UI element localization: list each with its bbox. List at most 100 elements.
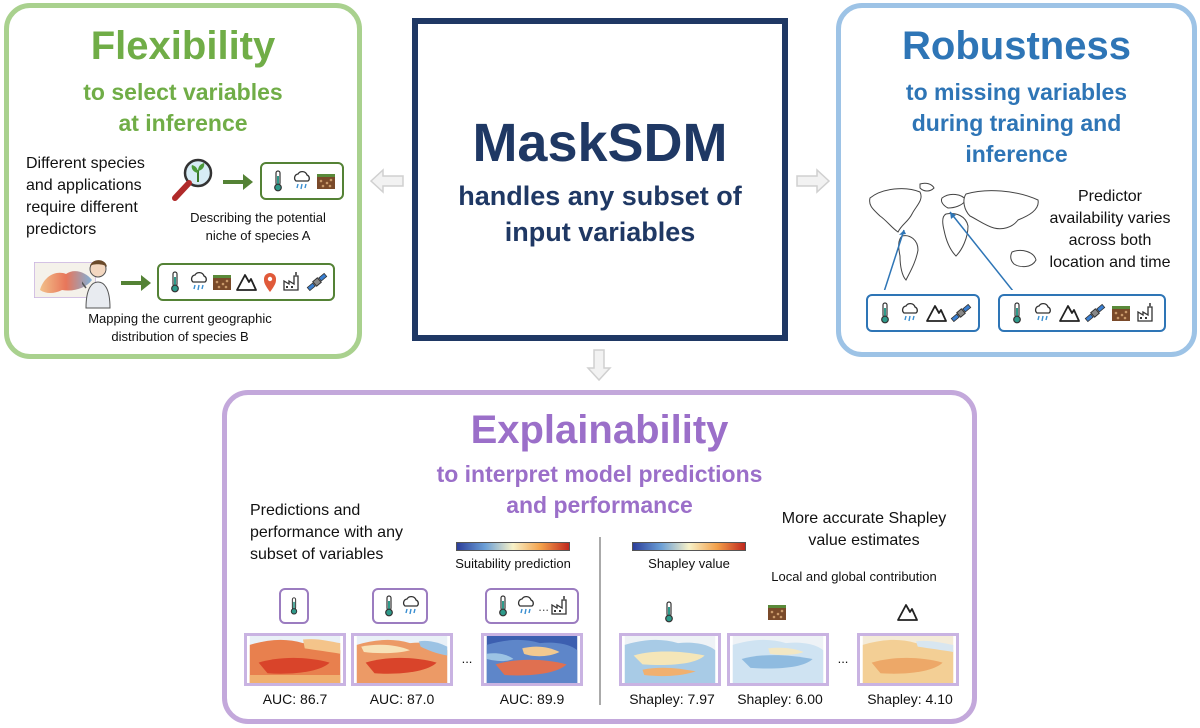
suitability-colorbar — [456, 542, 570, 551]
explainability-subtitle-2: and performance — [506, 492, 693, 518]
green-arrow — [121, 275, 151, 291]
thermometer-icon — [874, 301, 896, 325]
variable-box-b — [157, 263, 335, 301]
auc-label-1: AUC: 86.7 — [262, 691, 328, 707]
auc-label-3: AUC: 89.9 — [499, 691, 565, 707]
thermometer-icon — [1006, 301, 1028, 325]
thermometer-icon — [492, 594, 514, 618]
rain-cloud-icon — [1032, 301, 1054, 325]
shapley-map-2 — [727, 633, 829, 686]
explainability-left-text: Predictions and performance with any sub… — [250, 500, 440, 566]
local-global-label: Local and global contribution — [771, 569, 937, 584]
text-line: location and time — [1049, 254, 1171, 271]
mountain-icon — [896, 600, 918, 624]
masksdm-subtitle-1: handles any subset of — [458, 181, 742, 211]
text-line: More accurate Shapley — [781, 510, 947, 527]
soil-icon — [315, 169, 337, 193]
thermometer-icon — [378, 594, 400, 618]
grey-arrow-down — [586, 349, 612, 382]
satellite-icon — [1084, 301, 1106, 325]
caption-line: niche of species A — [205, 228, 311, 243]
caption-line: Mapping the current geographic — [88, 311, 272, 326]
rain-cloud-icon — [188, 270, 210, 294]
flexibility-subtitle-2: at inference — [118, 110, 248, 136]
soil-icon — [1110, 301, 1132, 325]
mountain-icon — [925, 301, 947, 325]
selection-box-1 — [279, 588, 309, 624]
shapley-value-1: Shapley: 7.97 — [629, 691, 715, 707]
divider — [599, 537, 601, 705]
thermometer-icon — [164, 270, 186, 294]
explainability-right-text: More accurate Shapley value estimates — [770, 508, 958, 552]
robustness-text: Predictor availability varies across bot… — [1030, 186, 1190, 274]
thermometer-icon — [267, 169, 289, 193]
mountain-icon — [235, 270, 257, 294]
text-line: Different species — [26, 155, 145, 172]
shapley-colorbar — [632, 542, 746, 551]
explainability-title: Explainability — [470, 408, 729, 452]
factory-icon — [282, 270, 304, 294]
shapley-value-2: Shapley: 6.00 — [737, 691, 823, 707]
factory-icon — [550, 594, 572, 618]
grey-arrow-right — [796, 168, 831, 194]
shapley-label: Shapley value — [648, 556, 730, 571]
grey-arrow-left — [369, 168, 404, 194]
satellite-icon — [306, 270, 328, 294]
soil-icon — [211, 270, 233, 294]
caption-species-b: Mapping the current geographic distribut… — [30, 310, 330, 346]
selection-box-3: ... — [485, 588, 579, 624]
shapley-map-1 — [619, 633, 721, 686]
soil-icon — [766, 600, 788, 624]
masksdm-subtitle-2: input variables — [504, 217, 696, 247]
variable-box-location-2 — [998, 294, 1166, 332]
selection-box-2 — [372, 588, 428, 624]
rain-cloud-icon — [515, 594, 537, 618]
text-line: and applications — [26, 177, 142, 194]
robustness-subtitle-1: to missing variables — [905, 79, 1128, 105]
explainability-subtitle-1: to interpret model predictions — [436, 461, 763, 487]
variable-box-location-1 — [866, 294, 980, 332]
thermometer-icon — [658, 600, 680, 624]
map-ellipsis-2: ... — [837, 651, 849, 666]
text-line: across both — [1068, 232, 1152, 249]
flexibility-subtitle-1: to select variables — [83, 79, 283, 105]
caption-line: Describing the potential — [190, 210, 326, 225]
robustness-subtitle-3: inference — [965, 141, 1068, 167]
thermometer-icon — [285, 594, 303, 618]
text-line: require different — [26, 199, 138, 216]
text-line: Predictions and — [250, 502, 361, 519]
text-line: value estimates — [808, 532, 920, 549]
europe-map-thumbnail — [34, 262, 96, 298]
robustness-subtitle-2: during training and — [911, 110, 1122, 136]
rain-cloud-icon — [400, 594, 422, 618]
text-line: subset of variables — [250, 546, 384, 563]
ellipsis: ... — [538, 598, 550, 614]
shapley-value-3: Shapley: 4.10 — [867, 691, 953, 707]
flexibility-text: Different species and applications requi… — [26, 153, 166, 241]
masksdm-center-box — [412, 18, 788, 341]
satellite-icon — [950, 301, 972, 325]
text-line: availability varies — [1049, 210, 1171, 227]
world-map — [869, 182, 1039, 290]
magnifier-plant-icon — [172, 158, 213, 201]
mountain-icon — [1058, 301, 1080, 325]
person-icon — [82, 260, 111, 309]
rain-cloud-icon — [291, 169, 313, 193]
flexibility-title: Flexibility — [90, 24, 276, 68]
caption-line: distribution of species B — [111, 329, 249, 344]
location-pin-icon — [259, 270, 281, 294]
suitability-label: Suitability prediction — [455, 556, 571, 571]
prediction-map-1 — [244, 633, 346, 686]
text-line: performance with any — [250, 524, 403, 541]
prediction-map-3 — [481, 633, 583, 686]
auc-label-2: AUC: 87.0 — [369, 691, 435, 707]
text-line: predictors — [26, 221, 97, 238]
green-arrow — [223, 174, 253, 190]
robustness-title: Robustness — [902, 24, 1131, 68]
variable-box-a — [260, 162, 344, 200]
text-line: Predictor — [1077, 188, 1143, 205]
caption-species-a: Describing the potential niche of specie… — [168, 209, 348, 245]
map-ellipsis-1: ... — [461, 651, 473, 666]
shapley-map-3 — [857, 633, 959, 686]
prediction-map-2 — [351, 633, 453, 686]
